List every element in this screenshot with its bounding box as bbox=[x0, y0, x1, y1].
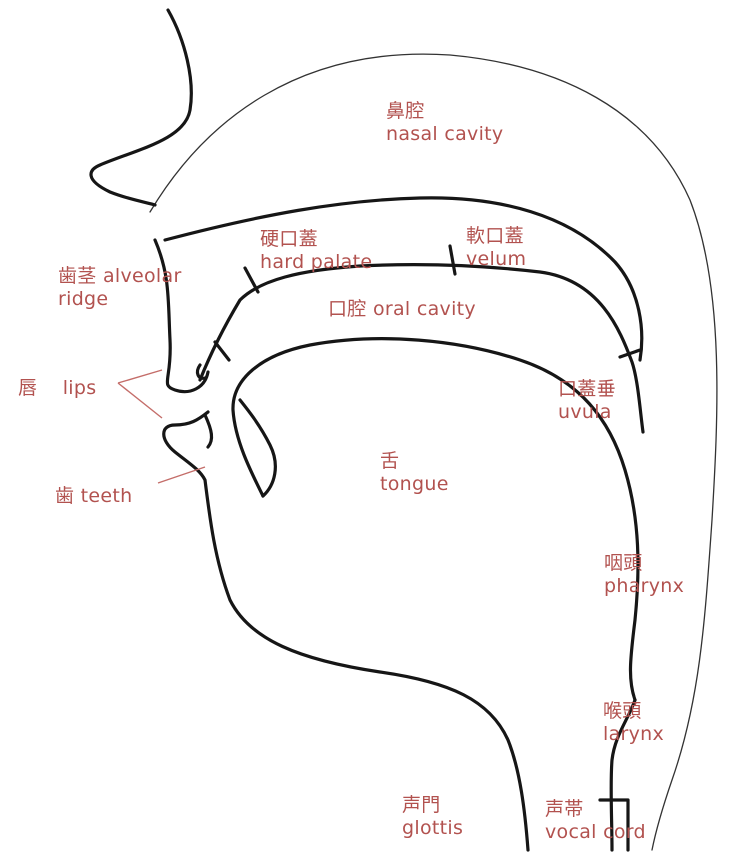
teeth-leader bbox=[158, 467, 205, 483]
alveolar-en2: ridge bbox=[58, 288, 182, 311]
lips-en: lips bbox=[63, 377, 97, 399]
vocal-cord-en: vocal cord bbox=[545, 821, 646, 844]
larynx-en: larynx bbox=[603, 723, 664, 746]
uvula-en: uvula bbox=[558, 401, 616, 424]
oral-cavity-zh: 口腔 bbox=[328, 298, 367, 320]
teeth-en: teeth bbox=[81, 485, 133, 507]
uvula-zh: 口蓋垂 bbox=[558, 378, 616, 401]
pharynx-zh: 咽頭 bbox=[604, 552, 684, 575]
upper-lip bbox=[155, 240, 208, 392]
larynx-zh: 喉頭 bbox=[603, 700, 664, 723]
pharynx-en: pharynx bbox=[604, 575, 684, 598]
label-larynx: 喉頭 larynx bbox=[603, 700, 664, 746]
palate-tick-alveolar bbox=[215, 342, 229, 360]
lips-leader-upper bbox=[118, 370, 162, 383]
velum-en: velum bbox=[466, 248, 526, 271]
label-tongue: 舌 tongue bbox=[380, 450, 449, 496]
glottis-zh: 声門 bbox=[402, 794, 463, 817]
teeth-zh: 歯 bbox=[55, 485, 74, 507]
palate-tick-velum bbox=[450, 246, 455, 274]
nasal-floor bbox=[165, 198, 642, 360]
label-uvula: 口蓋垂 uvula bbox=[558, 378, 616, 424]
alveolar-en: alveolar bbox=[103, 265, 182, 287]
nose-profile bbox=[91, 10, 191, 205]
hard-palate-zh: 硬口蓋 bbox=[260, 228, 372, 251]
nasal-cavity-zh: 鼻腔 bbox=[386, 100, 503, 123]
label-alveolar-ridge: 歯茎 alveolar ridge bbox=[58, 265, 182, 311]
alveolar-line-1: 歯茎 alveolar bbox=[58, 265, 182, 288]
label-hard-palate: 硬口蓋 hard palate bbox=[260, 228, 372, 274]
tongue-en: tongue bbox=[380, 473, 449, 496]
label-pharynx: 咽頭 pharynx bbox=[604, 552, 684, 598]
tongue-zh: 舌 bbox=[380, 450, 449, 473]
glottis-en: glottis bbox=[402, 817, 463, 840]
lower-teeth bbox=[205, 415, 212, 447]
lips-zh: 唇 bbox=[18, 377, 37, 399]
alveolar-zh: 歯茎 bbox=[58, 265, 97, 287]
lips-leader-lower bbox=[118, 383, 162, 418]
oral-cavity-en: oral cavity bbox=[373, 298, 476, 320]
label-velum: 軟口蓋 velum bbox=[466, 225, 526, 271]
palate-tick-hard bbox=[245, 268, 258, 292]
label-oral-cavity: 口腔 oral cavity bbox=[328, 298, 476, 321]
label-nasal-cavity: 鼻腔 nasal cavity bbox=[386, 100, 503, 146]
label-teeth: 歯 teeth bbox=[55, 485, 132, 508]
nasal-cavity-en: nasal cavity bbox=[386, 123, 503, 146]
label-lips: 唇 lips bbox=[18, 377, 96, 400]
label-glottis: 声門 glottis bbox=[402, 794, 463, 840]
velum-zh: 軟口蓋 bbox=[466, 225, 526, 248]
vocal-cord-zh: 声帯 bbox=[545, 798, 646, 821]
label-vocal-cord: 声帯 vocal cord bbox=[545, 798, 646, 844]
hard-palate-en: hard palate bbox=[260, 251, 372, 274]
lower-lip bbox=[164, 412, 528, 850]
